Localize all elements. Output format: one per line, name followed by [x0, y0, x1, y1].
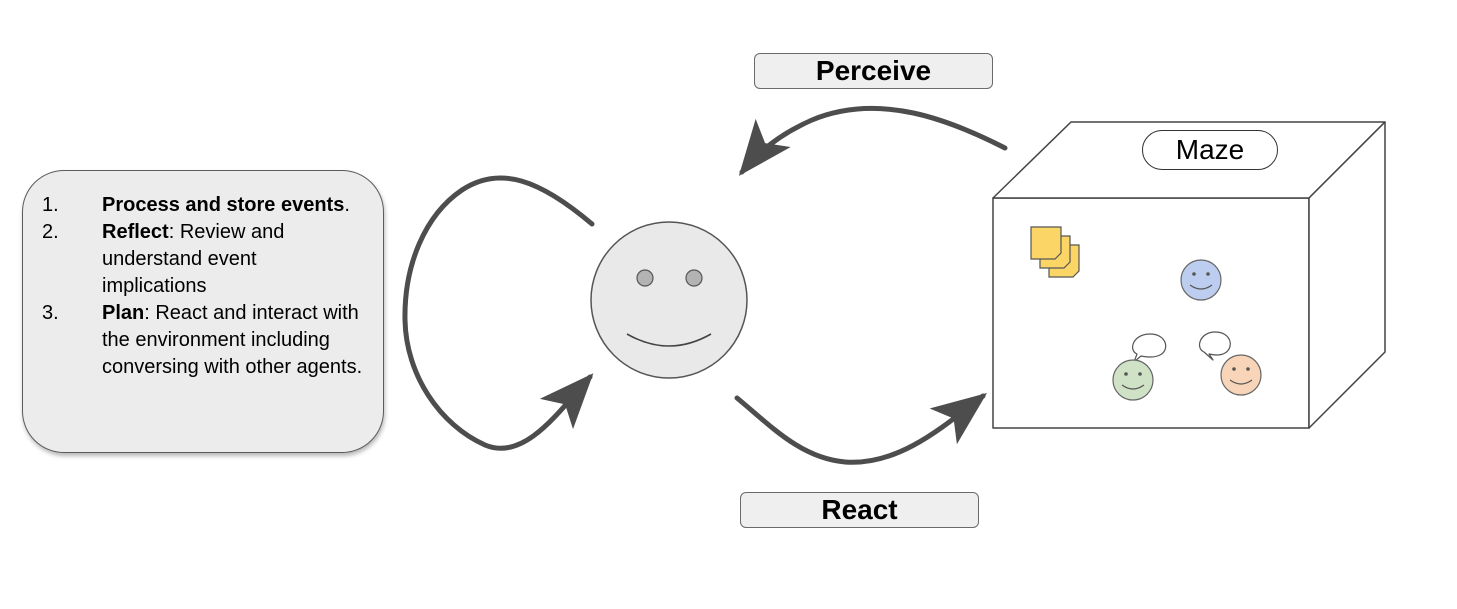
- maze-cube-side: [1308, 121, 1386, 429]
- step-item: 1. Process and store events.: [42, 192, 365, 219]
- self-loop-arrow: [402, 175, 595, 451]
- agent-face-icon: [590, 221, 748, 379]
- step-item: 2. Reflect: Review and understand event …: [42, 219, 365, 300]
- step-number: 3.: [42, 302, 59, 324]
- step-text: Plan: React and interact with the enviro…: [102, 300, 365, 381]
- green-agent-icon: [1112, 359, 1154, 401]
- agent-left-eye: [636, 269, 654, 287]
- stacked-notes-icon: [1030, 226, 1080, 278]
- step-title: Process and store events: [102, 194, 345, 216]
- step-number: 1.: [42, 194, 59, 216]
- perceive-label: Perceive: [754, 53, 993, 89]
- maze-label: Maze: [1142, 130, 1278, 170]
- step-title: Plan: [102, 302, 145, 324]
- step-description: : React and interact with the environmen…: [102, 302, 363, 378]
- react-arrow: [734, 392, 987, 465]
- agent-steps-box: 1. Process and store events. 2. Reflect:…: [22, 170, 384, 453]
- react-label: React: [740, 492, 979, 528]
- step-item: 3. Plan: React and interact with the env…: [42, 300, 365, 381]
- agent-right-eye: [685, 269, 703, 287]
- step-number: 2.: [42, 221, 59, 243]
- speech-bubble-icon: [1198, 331, 1231, 361]
- agent-mouth: [626, 333, 712, 347]
- perceive-arrow: [738, 105, 1008, 176]
- step-text: Process and store events.: [102, 192, 365, 219]
- step-description: : Review and understand event implicatio…: [102, 221, 285, 297]
- orange-agent-icon: [1220, 354, 1262, 396]
- blue-agent-icon: [1180, 259, 1222, 301]
- steps-list: 1. Process and store events. 2. Reflect:…: [42, 192, 365, 381]
- step-text: Reflect: Review and understand event imp…: [102, 219, 365, 300]
- step-description: .: [344, 194, 350, 216]
- step-title: Reflect: [102, 221, 169, 243]
- speech-bubble-icon: [1132, 333, 1167, 363]
